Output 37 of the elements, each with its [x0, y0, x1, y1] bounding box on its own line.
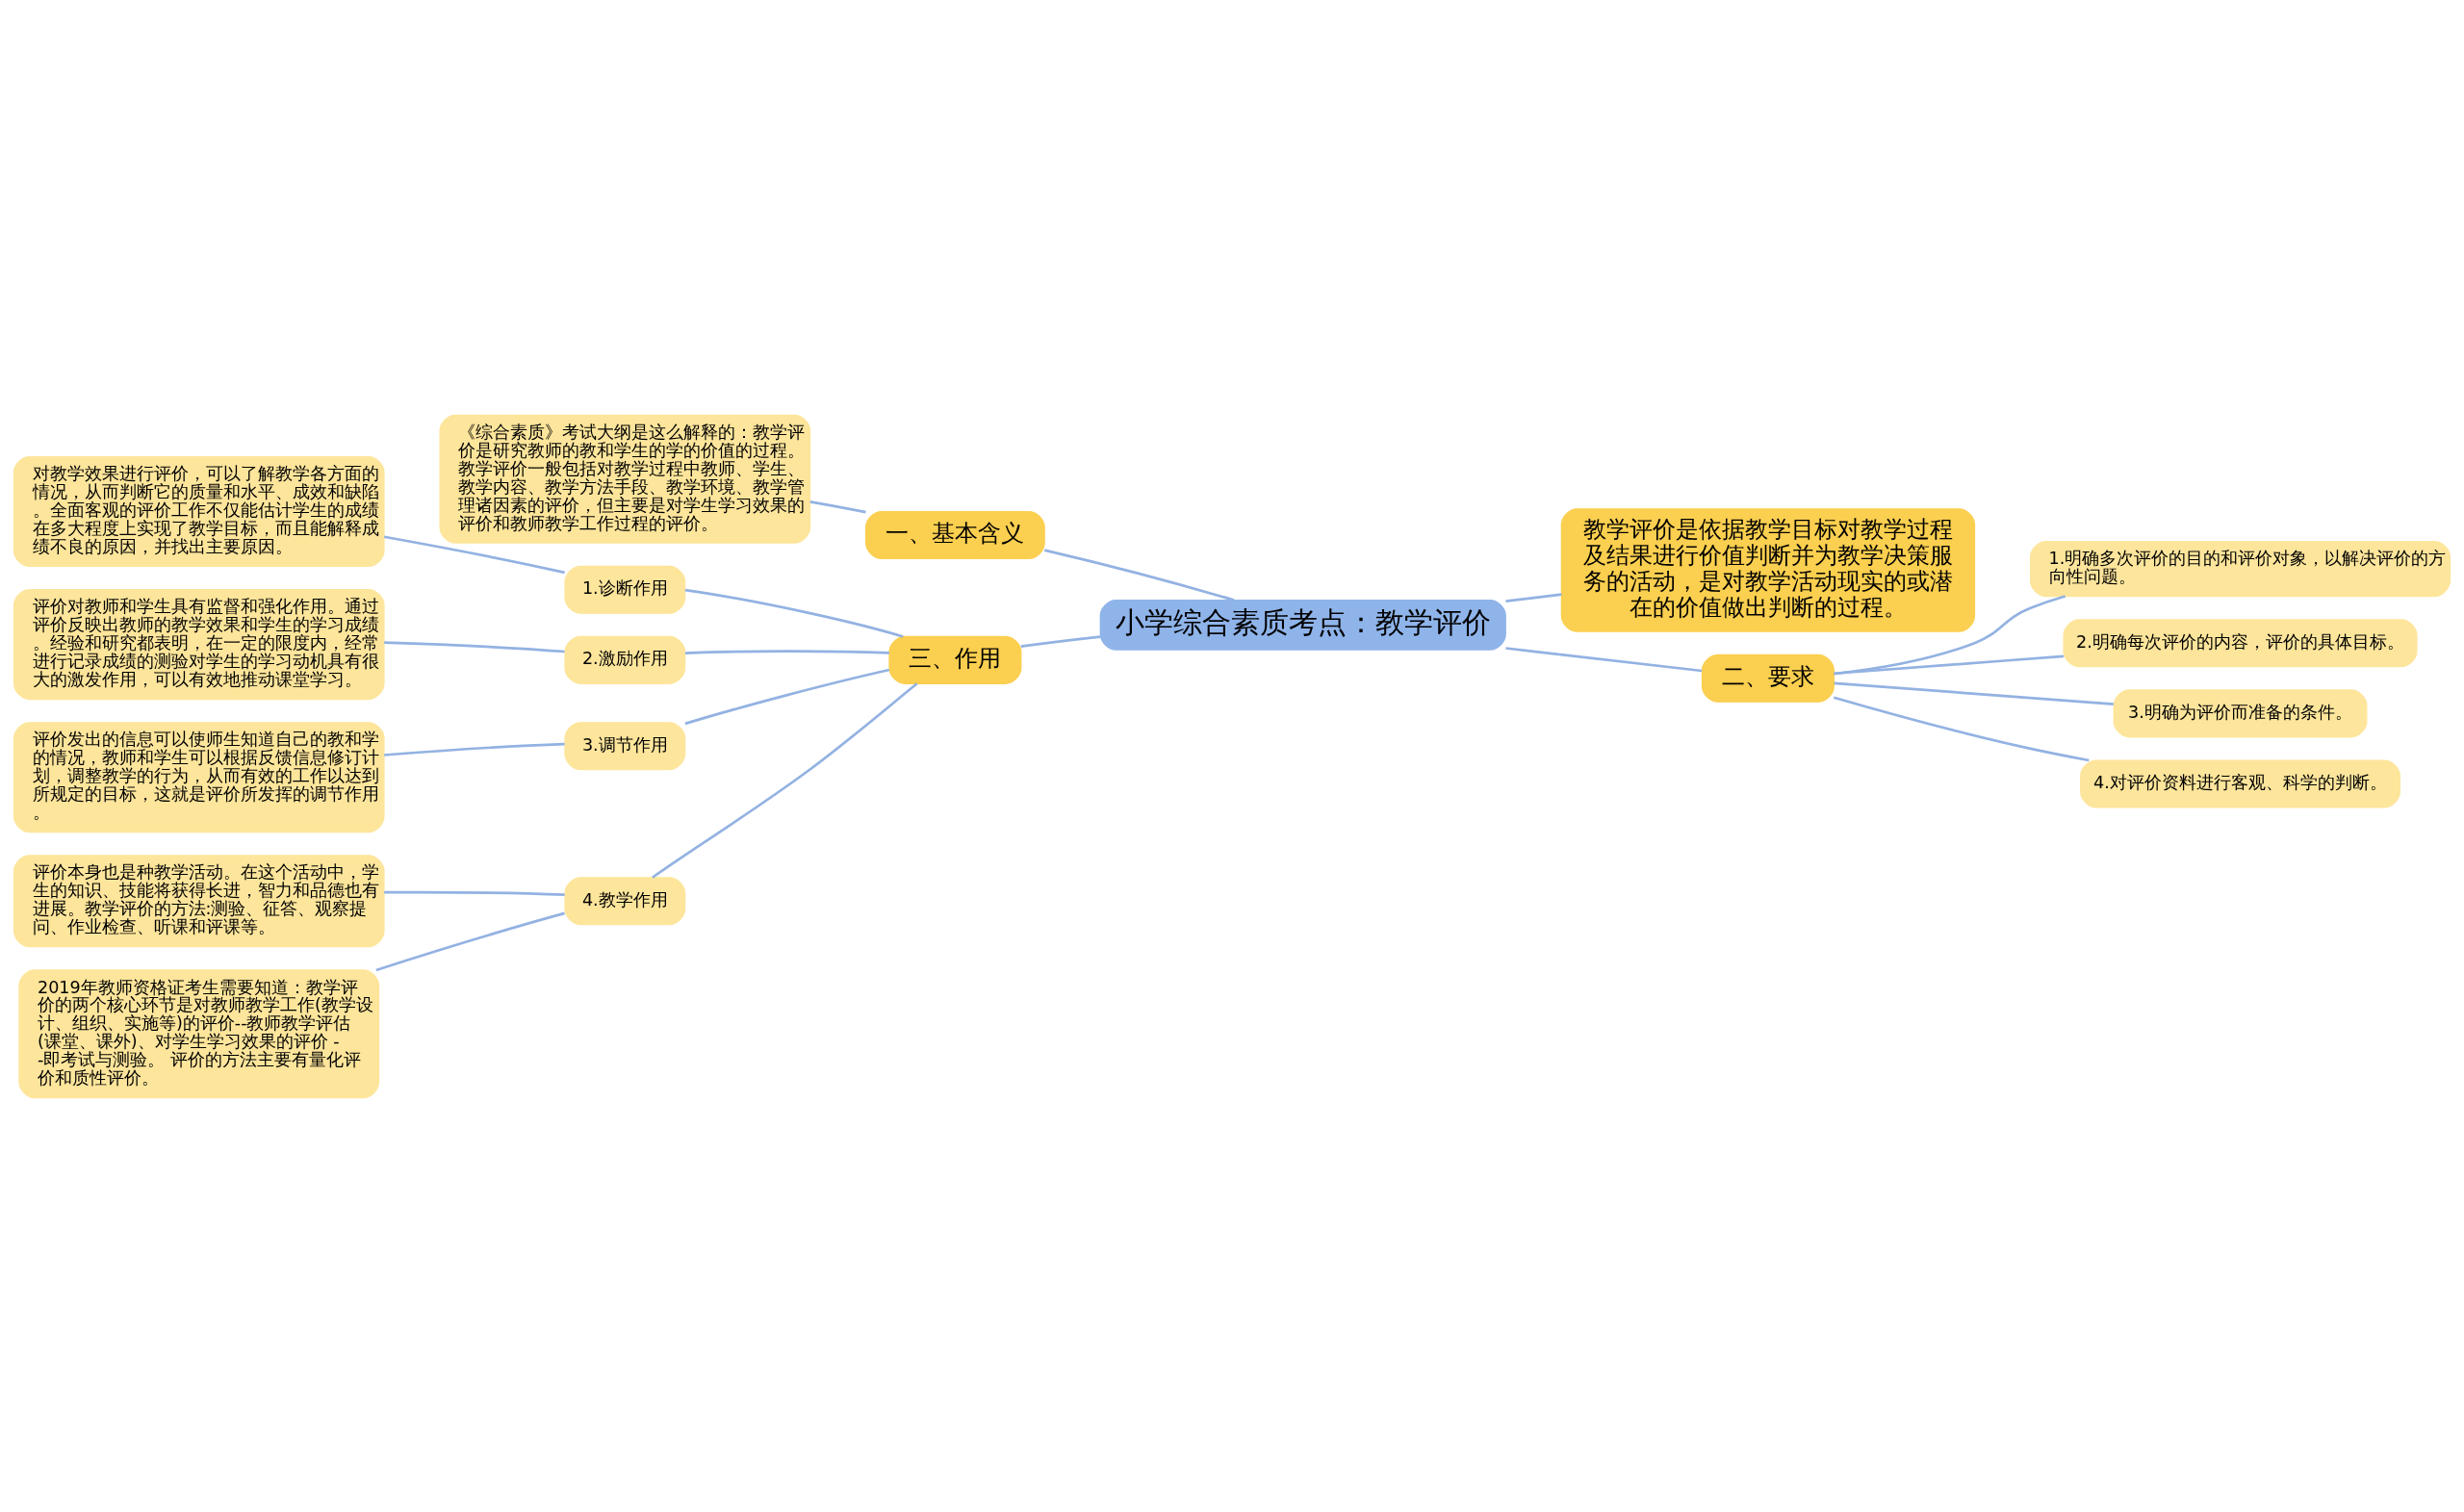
- node-box: 1.诊断作用: [564, 565, 686, 614]
- connector: [1505, 646, 1703, 672]
- node-box: 评价发出的信息可以使师生知道自己的教和学的情况，教师和学生可以根据反馈信息修订计划，调整教学的行为，从而有效的工作以达到所规定的目标，这就是评价所发挥的调节作用。: [13, 721, 385, 833]
- node-box: 3.调节作用: [564, 721, 686, 770]
- node-box: 教学评价是依据教学目标对教学过程及结果进行价值判断并为教学决策服务的活动，是对教学活动现实的或潜在的价值做出判断的过程。: [1560, 507, 1976, 632]
- node-box: 评价对教师和学生具有监督和强化作用。通过评价反映出教师的教学效果和学生的学习成绩。经验和研究都表明，在一定的限度内，经常进行记录成绩的测验对学生的学习动机具有很大的激发作用，可以有效地推动课堂学习。: [13, 588, 385, 700]
- node-box: 评价本身也是种教学活动。在这个活动中，学生的知识、技能将获得长进，智力和品德也有进展。教学评价的方法:测验、征答、观察提问、作业检查、听课和评课等。: [13, 854, 385, 947]
- node-box: 4.对评价资料进行客观、科学的判断。: [2080, 758, 2400, 807]
- connector: [383, 534, 565, 574]
- connector: [1020, 634, 1101, 648]
- node-box: 对教学效果进行评价，可以了解教学各方面的情况，从而判断它的质量和水平、成效和缺陷。全面客观的评价工作不仅能估计学生的成绩在多大程度上实现了教学目标，而且能解释成绩不良的原因，并找出主要原因。: [13, 455, 385, 567]
- node-box: 3.明确为评价而准备的条件。: [2113, 688, 2368, 737]
- connector: [1834, 654, 2065, 675]
- connector: [1834, 681, 2114, 705]
- node-box: 4.教学作用: [564, 876, 686, 925]
- connector: [684, 588, 904, 638]
- connector: [384, 742, 565, 756]
- connector: [384, 890, 565, 896]
- node-box: 二、要求: [1701, 653, 1835, 703]
- node-box: 2.明确每次评价的内容，评价的具体目标。: [2063, 618, 2418, 667]
- connector: [1505, 592, 1562, 602]
- connector: [375, 911, 565, 971]
- connector: [1834, 594, 2066, 675]
- node-box: 小学综合素质考点：教学评价: [1099, 599, 1506, 651]
- connector: [809, 500, 866, 513]
- connector: [652, 681, 918, 879]
- connector: [684, 649, 889, 654]
- node-box: 1.明确多次评价的目的和评价对象，以解决评价的方向性问题。: [2029, 540, 2451, 597]
- connector: [1043, 548, 1235, 602]
- node-box: 一、基本含义: [865, 510, 1045, 559]
- node-box: 三、作用: [888, 635, 1022, 684]
- node-box: 2019年教师资格证考生需要知道：教学评价的两个核心环节是对教师教学工作(教学设计、组织、实施等)的评价--教师教学评估(课堂、课外)、对学生学习效果的评价 --即考试与测验。 评价的方法主要有量化评价和质性评价。: [18, 968, 380, 1098]
- node-box: 2.激励作用: [564, 635, 686, 684]
- node-box: 《综合素质》考试大纲是这么解释的：教学评价是研究教师的教和学生的学的价值的过程。教学评价一般包括对教学过程中教师、学生、教学内容、教学方法手段、教学环境、教学管理诸因素的评价，但主要是对学生学习效果的评价和教师教学工作过程的评价。: [439, 414, 811, 544]
- connector: [1833, 695, 2090, 761]
- connector: [384, 640, 565, 653]
- connector: [684, 668, 890, 725]
